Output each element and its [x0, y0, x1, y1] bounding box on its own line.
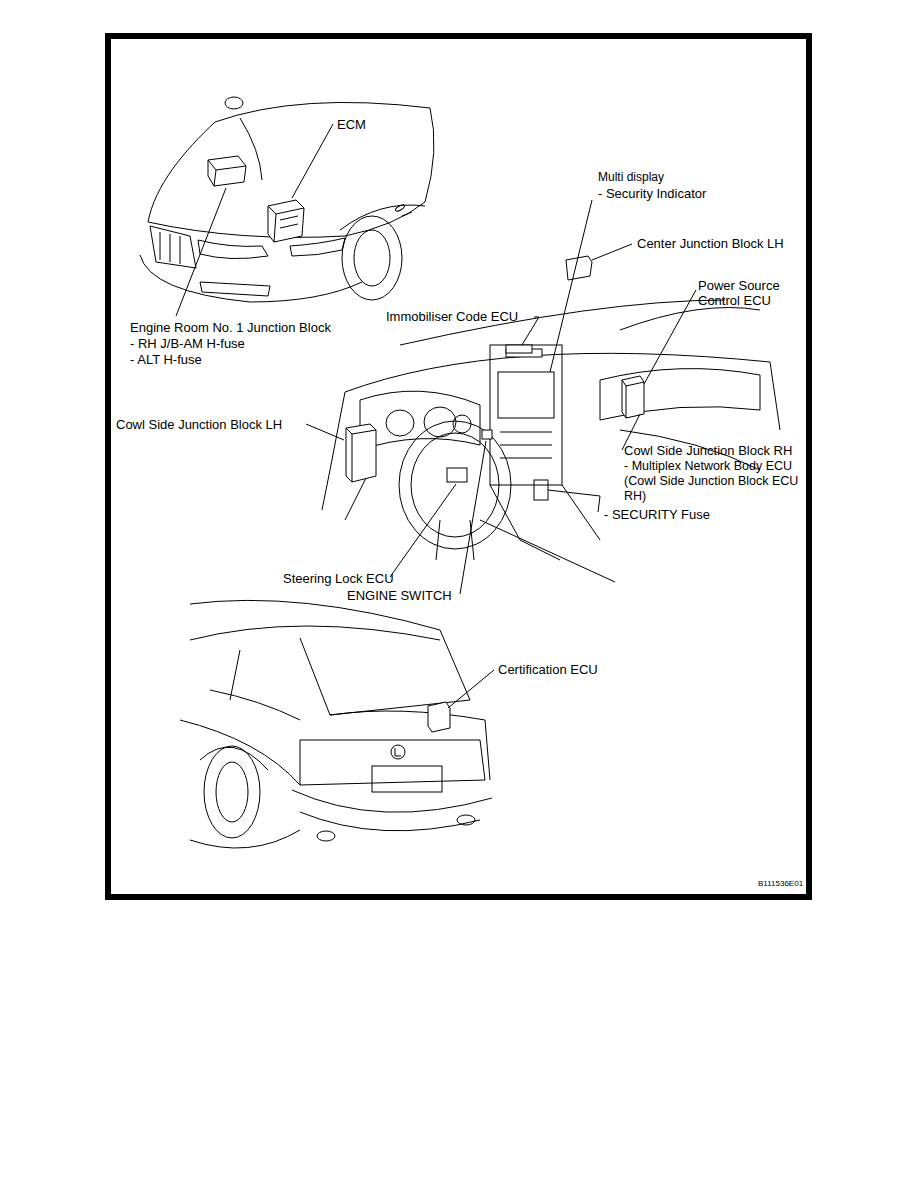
part-label: Cowl Side Junction Block LH: [116, 417, 282, 432]
part-label: Cowl Side Junction Block RH: [624, 443, 792, 458]
part-label: Certification ECU: [498, 662, 598, 677]
part-label: - ALT H-fuse: [130, 352, 202, 367]
part-label: - Multiplex Network Body ECU (Cowl Side …: [624, 459, 804, 504]
figure-code: B111536E01: [758, 879, 803, 889]
part-label: Immobiliser Code ECU: [386, 309, 518, 324]
part-label: - SECURITY Fuse: [604, 507, 710, 522]
part-label: Steering Lock ECU: [283, 571, 394, 586]
part-label: Engine Room No. 1 Junction Block: [130, 320, 331, 335]
part-label: - RH J/B-AM H-fuse: [130, 336, 245, 351]
part-label: Multi display: [598, 170, 664, 184]
part-label: ECM: [337, 117, 366, 132]
part-label: - Security Indicator: [598, 186, 706, 201]
part-label: Center Junction Block LH: [637, 236, 784, 251]
rear-car: [180, 600, 492, 848]
leader-lines: [176, 124, 696, 708]
part-label: ENGINE SWITCH: [347, 588, 452, 603]
part-label: Power Source Control ECU: [698, 278, 798, 308]
front-car: [140, 97, 434, 302]
